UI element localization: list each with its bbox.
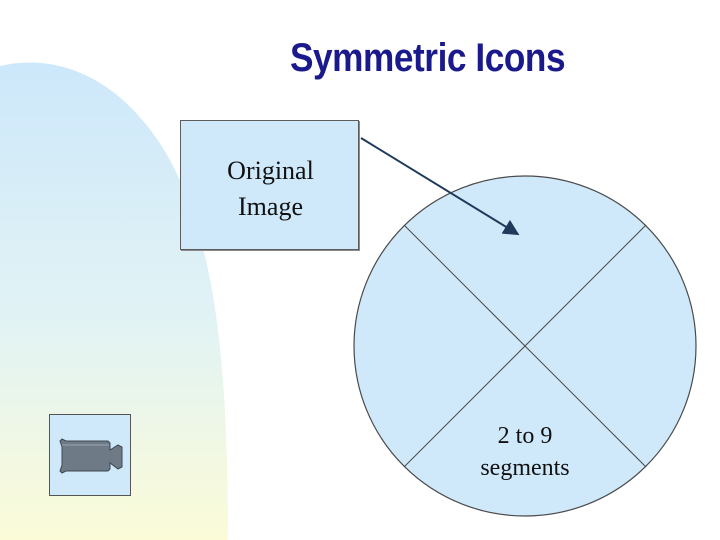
video-camera-icon [59, 438, 123, 474]
pointer-arrow [360, 137, 520, 236]
original-image-box: Original Image [180, 120, 359, 250]
original-label-line2: Image [238, 192, 303, 221]
segments-label-line2: segments [480, 455, 570, 481]
segments-label-line1: 2 to 9 [497, 423, 553, 449]
segments-label: 2 to 9 segments [455, 420, 595, 484]
original-image-label: Original Image [181, 153, 360, 225]
camera-icon-tile[interactable] [49, 414, 131, 496]
segment-divider-line-b [403, 224, 647, 468]
slide-title: Symmetric Icons [290, 36, 566, 80]
original-label-line1: Original [227, 156, 314, 185]
